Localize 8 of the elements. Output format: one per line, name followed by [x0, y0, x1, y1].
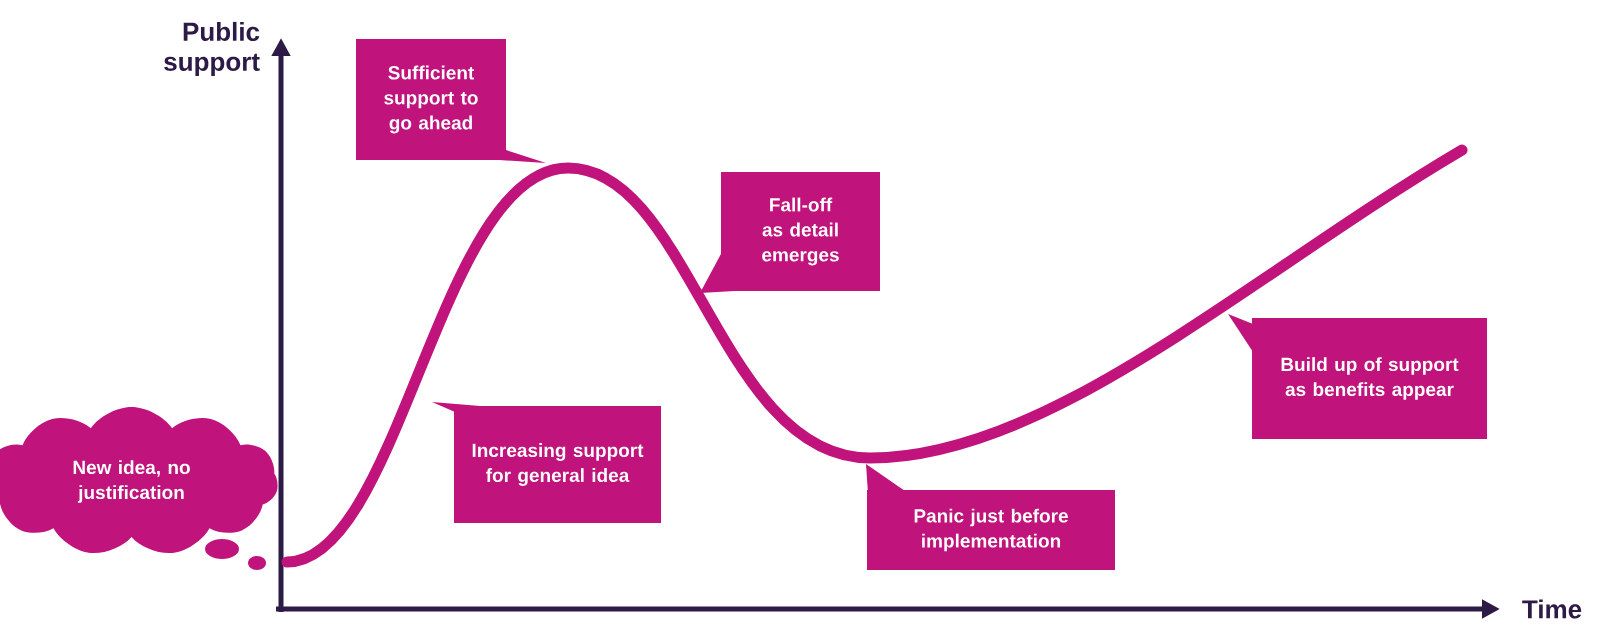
axis-label: Public support [164, 21, 260, 77]
axis-label: Time [1522, 599, 1582, 619]
callout-box: Panic just before implementation [866, 464, 1115, 570]
callout-box: Increasing support for general idea [432, 402, 661, 523]
thought-bubble: New idea, no justification [0, 407, 278, 570]
callout-box: Fall-off as detail emerges [700, 172, 880, 293]
callout-box: Build up of support as benefits appear [1228, 314, 1487, 439]
callout-box: Sufficient support to go ahead [356, 39, 546, 163]
